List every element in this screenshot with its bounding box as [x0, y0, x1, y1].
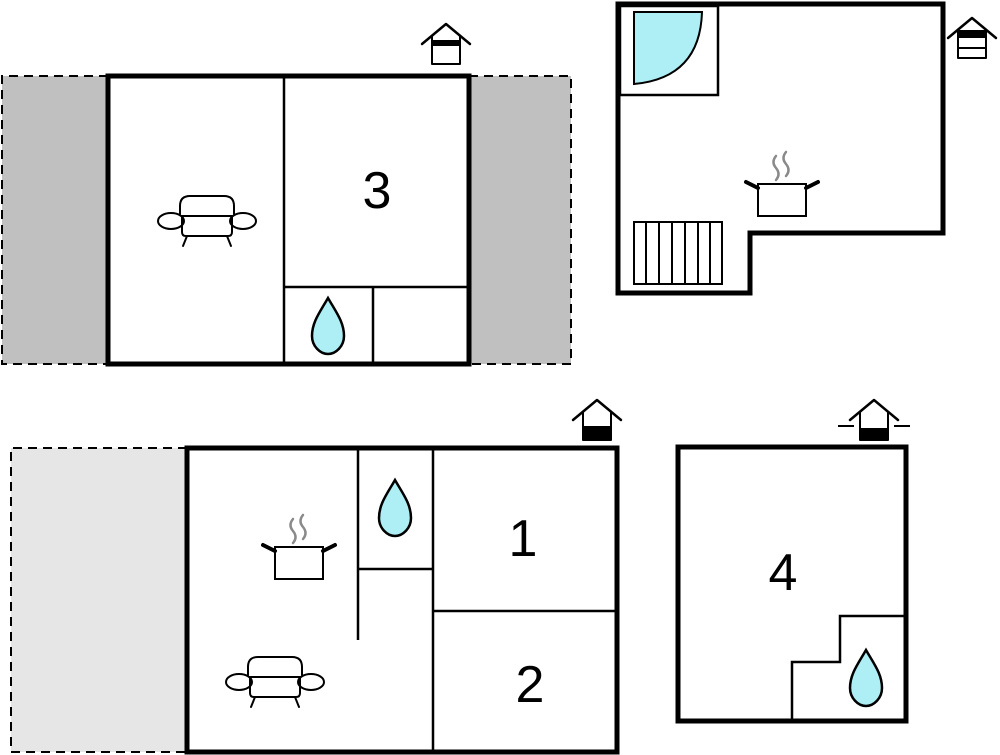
- water-drop-icon: [377, 478, 413, 538]
- shower-icon: [633, 11, 704, 86]
- top-right-unit: [615, 1, 998, 296]
- outer-wall: [615, 1, 946, 296]
- room-4-label: 4: [769, 544, 798, 602]
- sofa-icon: [225, 656, 325, 708]
- outer-wall: [105, 73, 472, 367]
- outer-wall: [184, 445, 620, 755]
- floor-level-icon: [571, 398, 623, 442]
- cooking-pot-icon: [744, 150, 820, 218]
- terrace: [11, 448, 187, 752]
- top-left-unit: 3: [1, 22, 572, 367]
- floor-level-icon: [420, 22, 472, 66]
- bottom-left-unit: 1 2: [10, 398, 623, 755]
- floor-level-icon: [838, 398, 910, 442]
- terrace-right: [469, 76, 571, 364]
- bottom-right-unit: 4: [675, 398, 910, 724]
- water-drop-icon: [310, 296, 346, 356]
- room-3-label: 3: [363, 162, 392, 220]
- cooking-pot-icon: [261, 513, 337, 581]
- room-1-label: 1: [509, 510, 538, 568]
- stairs-icon: [633, 221, 723, 285]
- terrace-left: [2, 76, 108, 364]
- sofa-icon: [157, 195, 257, 247]
- water-drop-icon: [848, 648, 884, 708]
- room-2-label: 2: [516, 656, 545, 714]
- floor-level-icon: [946, 16, 998, 60]
